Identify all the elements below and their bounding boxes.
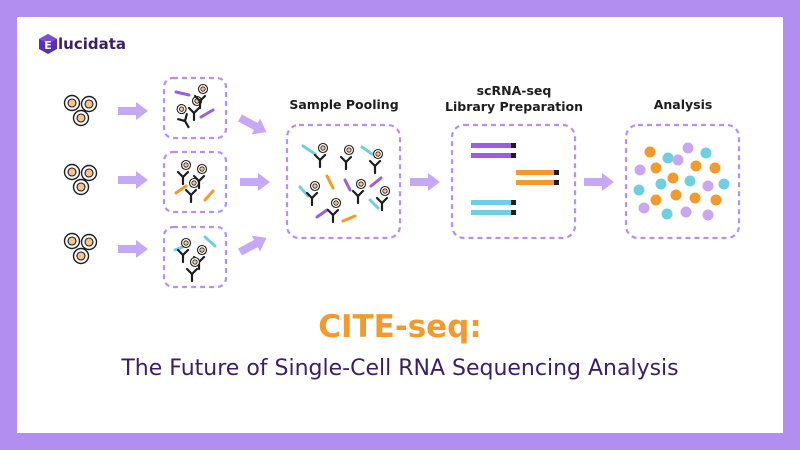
page-title: CITE-seq: <box>318 309 482 345</box>
pooling-box <box>285 123 402 240</box>
arrow-7 <box>410 173 440 191</box>
stage-label-pooling: Sample Pooling <box>289 97 399 112</box>
labeling-box-purple <box>162 76 228 140</box>
arrow-3 <box>118 240 148 258</box>
arrow-6 <box>235 229 271 260</box>
labeling-box-orange <box>162 150 228 214</box>
arrow-8 <box>584 173 614 191</box>
library-box <box>450 123 577 240</box>
stage-label-analysis: Analysis <box>653 97 713 112</box>
cell-group-3 <box>63 232 98 265</box>
analysis-box <box>624 123 741 240</box>
logo-hexagon-icon: E <box>39 34 57 54</box>
cell-group-1 <box>63 94 98 127</box>
page-subtitle: The Future of Single-Cell RNA Sequencing… <box>121 356 679 381</box>
svg-text:E: E <box>44 39 52 52</box>
brand-name: lucidata <box>58 35 127 53</box>
arrow-4 <box>235 110 271 141</box>
stage-label-library-line1: scRNA-seq <box>476 83 552 98</box>
brand-logo: E lucidata <box>39 34 126 54</box>
background-frame <box>17 17 783 433</box>
arrow-1 <box>118 102 148 120</box>
arrow-2 <box>118 171 148 189</box>
stage-label-library-line2: Library Preparation <box>445 99 583 114</box>
cell-group-2 <box>63 163 98 196</box>
labeling-box-cyan <box>162 225 228 289</box>
arrow-5 <box>240 173 270 191</box>
